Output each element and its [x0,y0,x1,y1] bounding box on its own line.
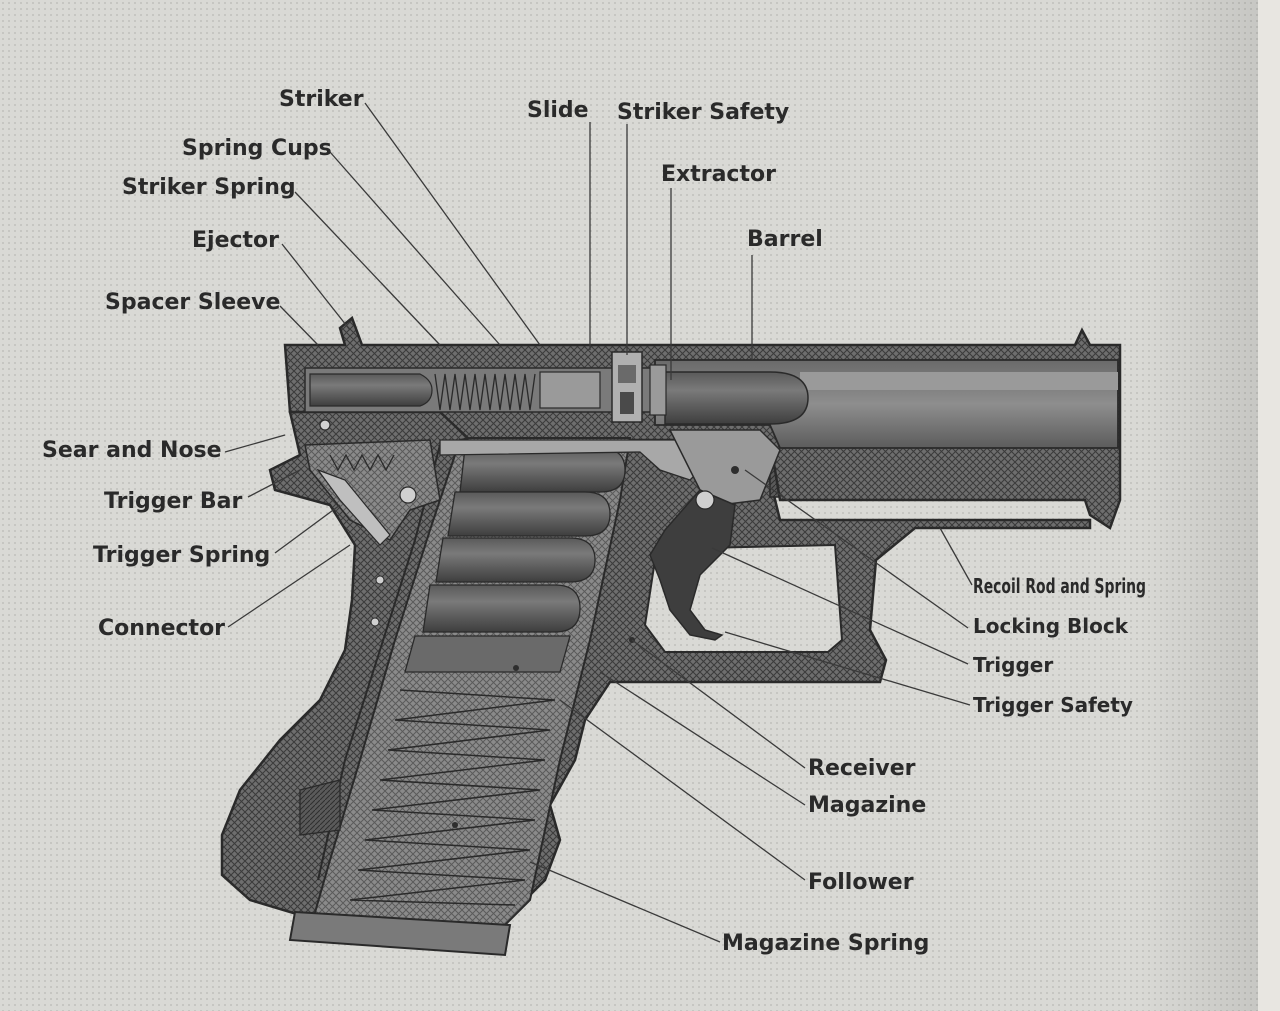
label-ejector: Ejector [192,228,279,253]
magazine-round-3 [435,537,596,583]
label-trigger: Trigger [973,653,1053,677]
extractor [649,364,667,416]
label-barrel: Barrel [747,227,823,252]
labels-bottom: Receiver Magazine Follower Magazine Spri… [722,756,929,956]
label-slide: Slide [527,98,589,123]
magazine-spring [349,689,556,906]
follower [404,635,571,673]
label-striker-spring: Striker Spring [122,175,296,200]
chambered-round [664,371,809,425]
label-connector: Connector [98,616,225,641]
striker [309,373,433,407]
connector-lever [316,468,391,546]
label-magazine: Magazine [808,793,926,818]
label-striker-safety: Striker Safety [617,100,789,125]
magazine-round-4 [422,584,581,633]
leader-lines [224,102,973,943]
page-edge-shade [1140,0,1280,1011]
trigger-spring-coils [329,453,395,472]
trigger [649,489,736,641]
trigger-mechanism-housing [304,439,441,541]
labels-top: Slide Striker Safety Extractor Barrel [527,98,823,252]
magazine-floorplate [288,910,512,957]
magazine-round-2 [447,491,611,537]
labels-left: Striker Spring Cups Striker Spring Eject… [42,87,364,641]
page-edge [1258,0,1280,1011]
label-striker: Striker [279,87,364,112]
label-trigger-safety: Trigger Safety [973,693,1133,717]
striker-spring-coils [434,373,536,411]
label-sear-and-nose: Sear and Nose [42,438,222,463]
label-receiver: Receiver [808,756,916,781]
locking-block [668,429,781,506]
label-locking-block: Locking Block [973,614,1129,638]
label-spacer-sleeve: Spacer Sleeve [105,290,280,315]
label-follower: Follower [808,870,914,895]
label-magazine-spring: Magazine Spring [722,931,929,956]
labels-right: Recoil Rod and Spring Locking Block Trig… [973,574,1146,717]
label-trigger-spring: Trigger Spring [93,543,270,568]
label-spring-cups: Spring Cups [182,136,332,161]
pistol-illustration [220,315,1122,957]
label-trigger-bar: Trigger Bar [104,489,243,514]
label-extractor: Extractor [661,162,776,187]
label-recoil-rod-and-spring: Recoil Rod and Spring [973,574,1146,598]
